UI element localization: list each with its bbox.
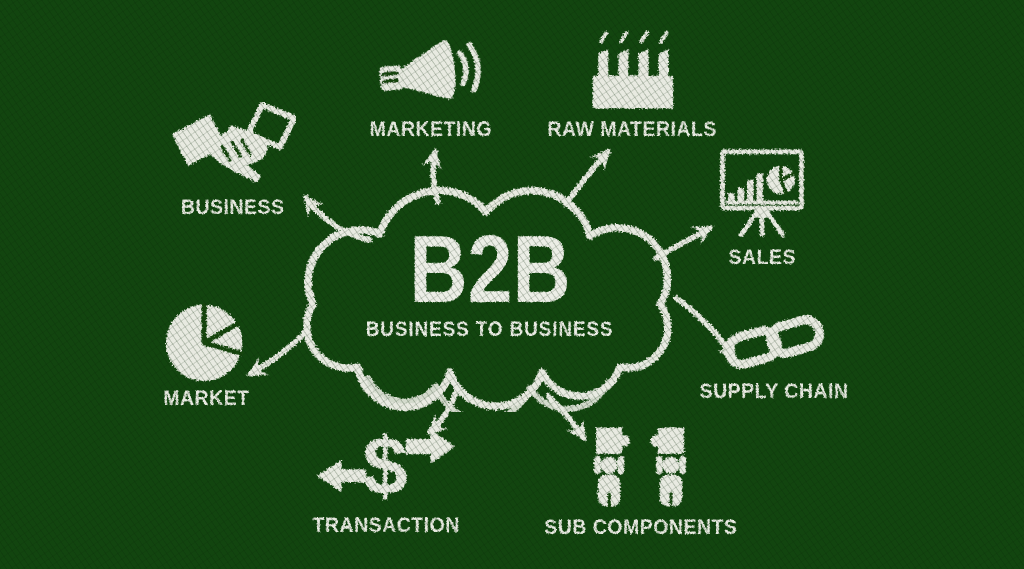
cloud-text-block: B2B BUSINESS TO BUSINESS	[330, 216, 650, 342]
node-sales: SALES	[700, 148, 824, 270]
node-transaction: $ TRANSACTION	[310, 420, 462, 538]
dollar-sign: $	[362, 421, 407, 510]
node-business: BUSINESS	[166, 102, 300, 220]
transaction-label: TRANSACTION	[312, 514, 460, 537]
presentation-chart-icon	[720, 149, 804, 237]
sub-components-label: SUB COMPONENTS	[544, 516, 738, 539]
handshake-icon	[172, 102, 296, 182]
puzzle-workers-icon	[594, 427, 686, 508]
left-arrow-shape	[316, 459, 367, 492]
raw-materials-label: RAW MATERIALS	[547, 118, 717, 141]
chain-links-icon	[724, 315, 824, 369]
node-raw-materials: RAW MATERIALS	[542, 30, 722, 142]
dollar-arrows-icon: $	[316, 421, 456, 510]
sales-label: SALES	[728, 246, 796, 269]
marketing-label: MARKETING	[369, 118, 493, 141]
node-sub-components: SUB COMPONENTS	[542, 422, 740, 540]
market-label: MARKET	[162, 387, 250, 410]
megaphone-icon	[379, 39, 481, 100]
right-arrow-shape	[405, 429, 456, 464]
node-marketing: MARKETING	[364, 34, 498, 142]
b2b-subtitle: BUSINESS TO BUSINESS	[366, 318, 614, 342]
node-supply-chain: SUPPLY CHAIN	[698, 310, 850, 404]
b2b-title: B2B	[409, 216, 571, 323]
supply-chain-label: SUPPLY CHAIN	[699, 380, 849, 403]
pie-chart-icon	[165, 303, 244, 382]
factory-icon	[592, 30, 674, 109]
node-market: MARKET	[152, 301, 260, 411]
business-label: BUSINESS	[181, 196, 285, 219]
